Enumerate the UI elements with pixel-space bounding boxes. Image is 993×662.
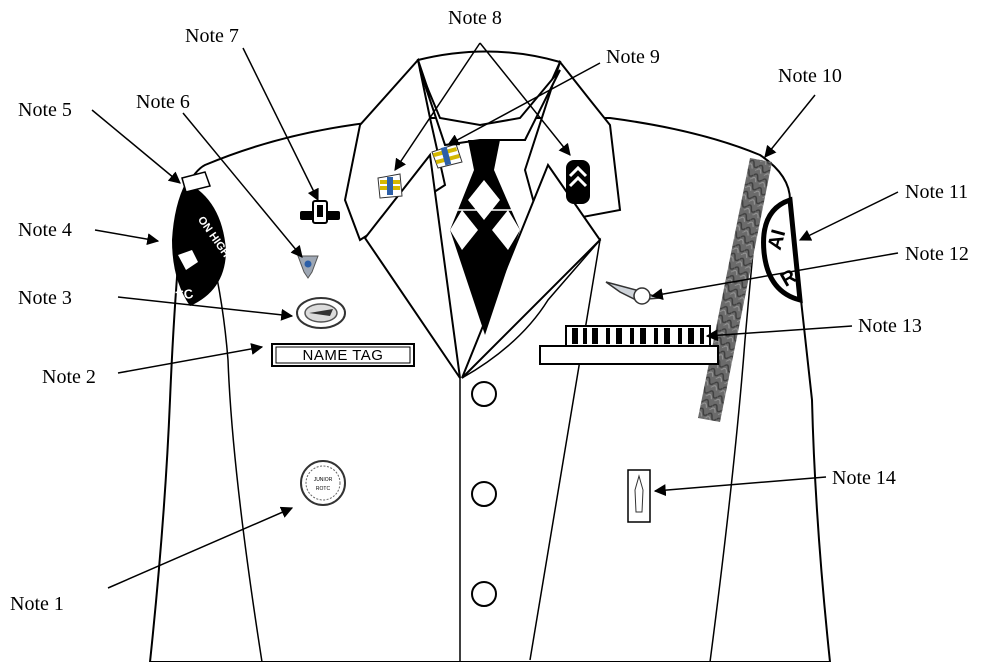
- label-note10: Note 10: [778, 65, 842, 87]
- button-bottom: [472, 582, 496, 606]
- label-note7: Note 7: [185, 25, 239, 47]
- label-note2: Note 2: [42, 366, 96, 388]
- crest-line1: JUNIOR: [314, 477, 333, 483]
- label-note14: Note 14: [832, 467, 896, 489]
- label-note3: Note 3: [18, 287, 72, 309]
- ribbon-rack-icon: [540, 326, 718, 364]
- label-note6: Note 6: [136, 91, 190, 113]
- name-tag: NAME TAG: [272, 344, 414, 366]
- small-shield-dot: [305, 261, 312, 268]
- rank-bar-inner: [317, 205, 323, 217]
- crest-outer: [301, 461, 345, 505]
- name-tag-text: NAME TAG: [303, 347, 384, 364]
- label-note9: Note 9: [606, 46, 660, 68]
- pocket-flap: [540, 346, 718, 364]
- leader-note4: [95, 230, 158, 241]
- rocket-badge-icon: [628, 470, 650, 522]
- leader-note5: [92, 110, 180, 183]
- leader-note10: [765, 95, 815, 157]
- label-note13: Note 13: [858, 315, 922, 337]
- wings-disc: [634, 288, 650, 304]
- label-note5: Note 5: [18, 99, 72, 121]
- button-middle: [472, 482, 496, 506]
- label-note8: Note 8: [448, 7, 502, 29]
- crest-line2: ROTC: [316, 486, 331, 492]
- crest-icon: JUNIOR ROTC: [301, 461, 345, 505]
- label-note1: Note 1: [10, 593, 64, 615]
- patch-bottom-text: TC: [175, 286, 195, 304]
- label-note4: Note 4: [18, 219, 72, 241]
- chevron-icon: [566, 160, 590, 204]
- label-note12: Note 12: [905, 243, 969, 265]
- label-note11: Note 11: [905, 181, 968, 203]
- button-top: [472, 382, 496, 406]
- left-collar-insignia-center: [387, 177, 393, 195]
- leader-note11: [800, 192, 898, 240]
- left-collar-insignia-icon: [378, 174, 402, 198]
- oval-badge-icon: [297, 298, 345, 328]
